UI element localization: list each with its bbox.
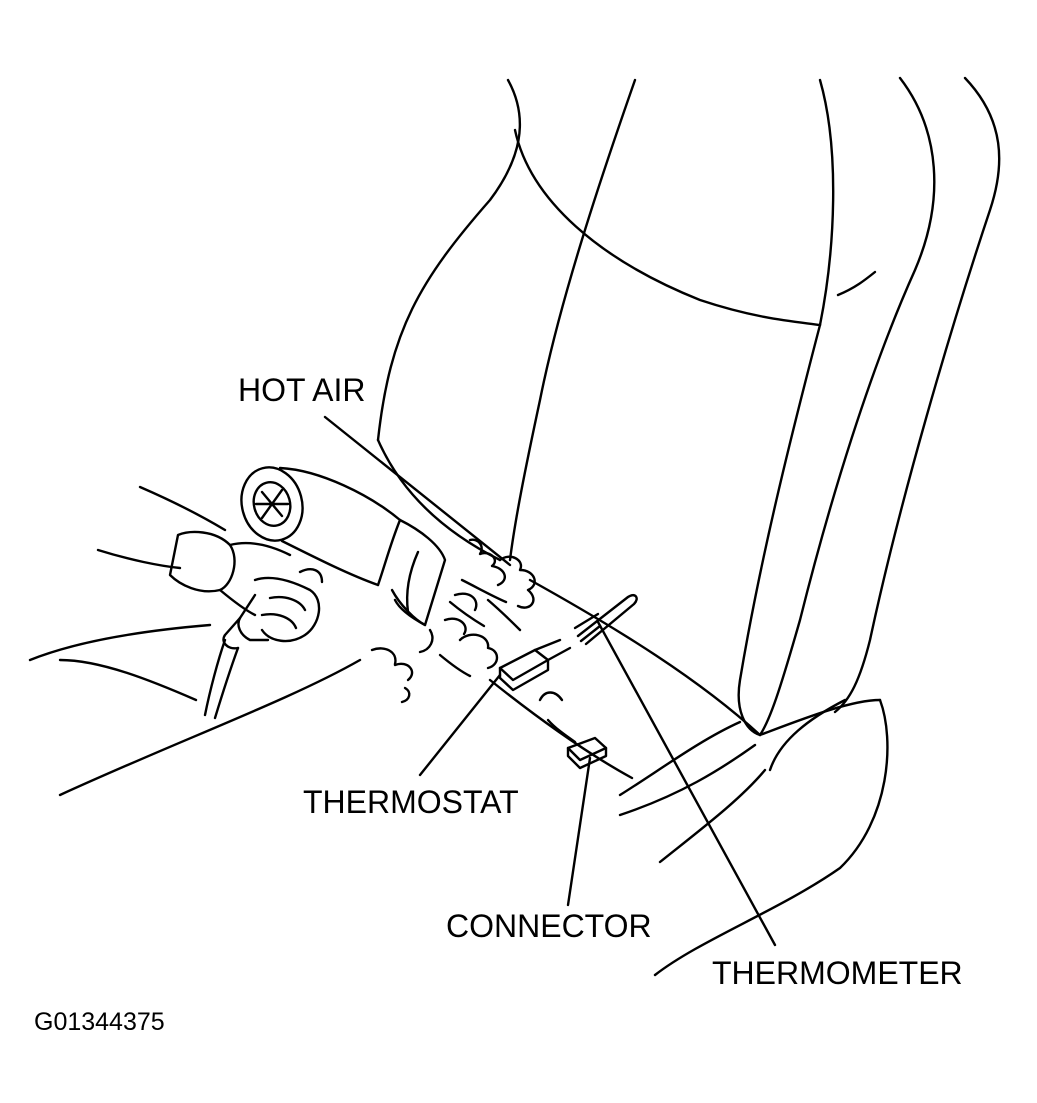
connector-label: CONNECTOR bbox=[446, 908, 652, 944]
hair-dryer bbox=[203, 466, 447, 720]
hot-air-puffs bbox=[370, 538, 536, 704]
hand-with-arm bbox=[96, 485, 324, 643]
thermostat-label: THERMOSTAT bbox=[303, 784, 519, 820]
thermostat-part bbox=[498, 638, 572, 692]
thermometer-label: THERMOMETER bbox=[712, 955, 963, 991]
thermometer-probe bbox=[573, 593, 638, 646]
connector-part bbox=[538, 691, 608, 770]
figure-id: G01344375 bbox=[34, 1008, 165, 1036]
hot-air-leader bbox=[323, 415, 512, 567]
hot-air-label: HOT AIR bbox=[238, 372, 366, 408]
thermostat-leader bbox=[418, 673, 502, 777]
seat-back bbox=[376, 76, 1001, 737]
thermometer-leader bbox=[596, 620, 777, 947]
leader-lines bbox=[323, 415, 777, 947]
connector-leader bbox=[566, 756, 592, 907]
